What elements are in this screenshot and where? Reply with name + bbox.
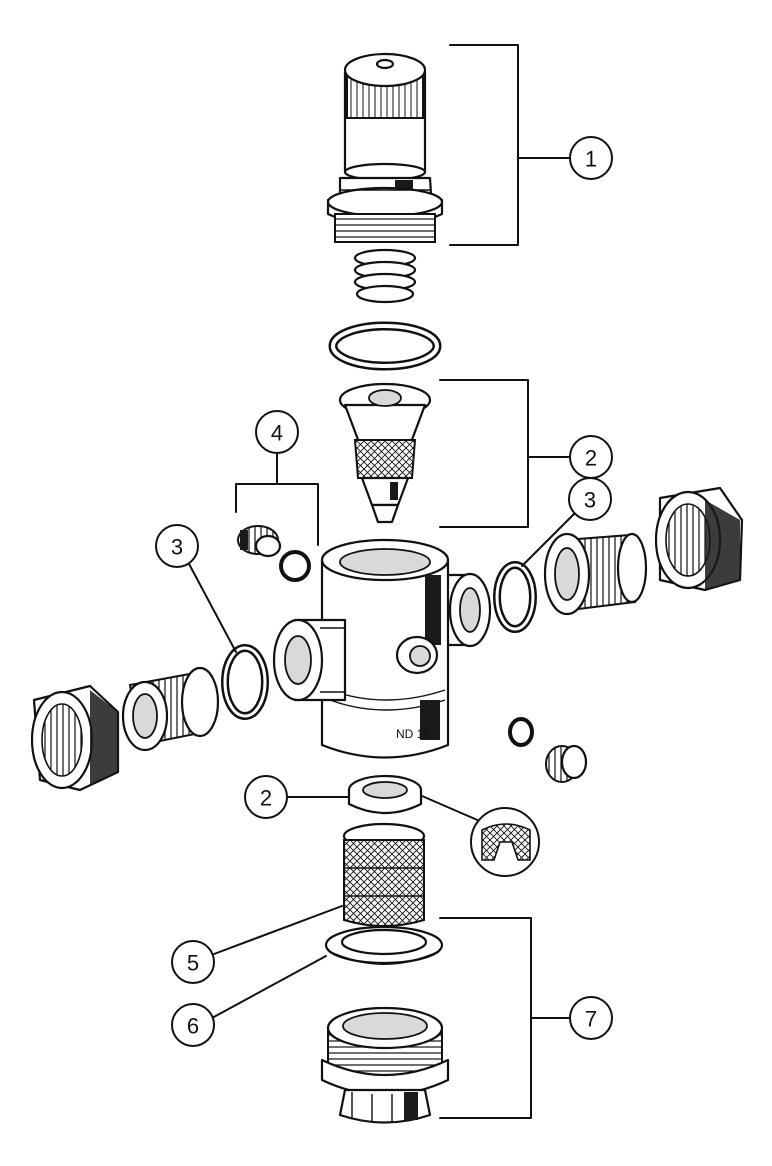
union-nut-left-part	[30, 684, 120, 792]
callout-6-leader	[211, 955, 327, 1019]
filter-cap-part	[320, 1006, 450, 1124]
callout-2-top: 2	[569, 435, 613, 479]
cartridge-knob-part	[326, 52, 444, 304]
callout-7: 7	[569, 996, 613, 1040]
svg-text:2: 2	[260, 786, 272, 811]
callout-3-left-leader	[187, 561, 237, 653]
seal-detail-magnifier	[421, 795, 540, 877]
callout-1: 1	[569, 136, 613, 180]
callout-3-right-leader	[521, 513, 575, 567]
svg-text:1: 1	[585, 147, 597, 172]
nipple-right-part	[543, 532, 648, 616]
callout-6: 6	[171, 1003, 215, 1047]
o-ring-right-part	[493, 561, 537, 633]
seal-ring-part	[347, 774, 423, 814]
callout-7-bracket	[439, 917, 571, 1119]
nipple-left-part	[121, 666, 220, 752]
svg-text:3: 3	[171, 535, 183, 560]
valve-insert-part	[338, 382, 432, 524]
svg-text:2: 2	[585, 446, 597, 471]
callout-3-left: 3	[155, 524, 199, 568]
o-ring-small-upper	[279, 550, 311, 582]
callout-2-top-bracket	[439, 379, 571, 528]
union-nut-right-part	[654, 486, 744, 592]
callout-2-bottom: 2	[244, 775, 288, 819]
valve-body-part: ND 16	[272, 538, 492, 759]
callout-4: 4	[255, 410, 299, 454]
body-marking-text: ND 16	[396, 727, 430, 741]
plug-part-upper	[237, 525, 282, 558]
svg-text:4: 4	[271, 421, 283, 446]
svg-text:3: 3	[584, 488, 596, 513]
svg-text:5: 5	[187, 951, 199, 976]
svg-text:7: 7	[585, 1007, 597, 1032]
callout-5: 5	[171, 940, 215, 984]
flat-gasket-part	[324, 925, 444, 965]
callout-5-leader	[213, 905, 343, 955]
svg-text:6: 6	[187, 1014, 199, 1039]
o-ring-small-lower	[508, 717, 534, 747]
mesh-filter-part	[342, 822, 426, 927]
callout-3-right: 3	[568, 477, 612, 521]
o-ring-large-part	[328, 321, 442, 371]
callout-4-bracket	[235, 451, 319, 546]
callout-1-bracket	[449, 44, 571, 246]
plug-part-lower	[545, 744, 588, 783]
o-ring-left-part	[221, 644, 269, 720]
